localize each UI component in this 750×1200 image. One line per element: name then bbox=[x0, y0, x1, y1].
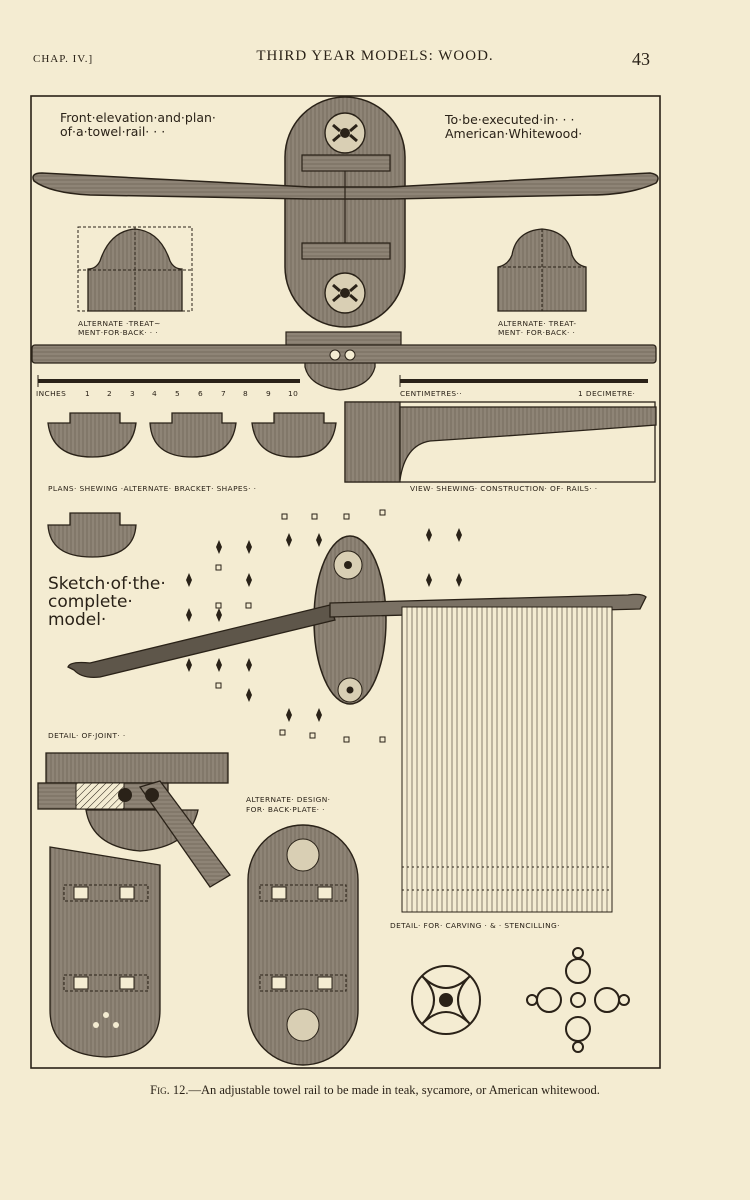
alternate-back-left bbox=[77, 226, 193, 312]
bracket-plans bbox=[47, 412, 337, 558]
scale-tick-7: 7 bbox=[221, 389, 227, 398]
chapter-label: CHAP. IV.] bbox=[33, 53, 94, 65]
model-sketch bbox=[67, 535, 647, 913]
alternate-back-left-label: ALTERNATE ·TREAT~ MENT·FOR·BACK· · · bbox=[78, 319, 161, 337]
alternate-design-label: ALTERNATE· DESIGN· FOR· BACK·PLATE· · bbox=[246, 795, 331, 814]
plan-view bbox=[31, 331, 657, 391]
stencil-pattern bbox=[186, 509, 462, 743]
scale-tick-1: 1 bbox=[85, 389, 91, 398]
carved-rosette-bottom bbox=[324, 272, 366, 314]
front-elevation bbox=[32, 96, 659, 328]
figure-number: Fig. 12. bbox=[150, 1083, 189, 1097]
plans-shewing-label: PLANS· SHEWING ·ALTERNATE· BRACKET· SHAP… bbox=[48, 484, 257, 493]
running-title: THIRD YEAR MODELS: WOOD. bbox=[256, 48, 494, 64]
carving-detail-label: DETAIL· FOR· CARVING · & · STENCILLING· bbox=[390, 921, 560, 930]
sketch-title: Sketch·of·the· complete· model· bbox=[48, 574, 166, 630]
scale-tick-5: 5 bbox=[175, 389, 181, 398]
alternate-back-right-label: ALTERNATE· TREAT- MENT· FOR·BACK· · bbox=[498, 319, 577, 337]
scale-tick-2: 2 bbox=[107, 389, 113, 398]
back-plate-alternate bbox=[247, 824, 359, 1066]
back-plate-rectangular bbox=[49, 846, 161, 1058]
figure-caption-text: —An adjustable towel rail to be made in … bbox=[188, 1083, 600, 1097]
scale-tick-9: 9 bbox=[266, 389, 272, 398]
carving-ornament-quatrefoil bbox=[526, 947, 630, 1053]
material-note: To·be·executed·in· · · American·Whitewoo… bbox=[445, 112, 583, 141]
scale-tick-8: 8 bbox=[243, 389, 249, 398]
centimetres-label: CENTIMETRES·· bbox=[400, 389, 463, 398]
rail-construction bbox=[344, 401, 657, 483]
scale-inches bbox=[37, 375, 300, 387]
figure-caption: Fig. 12.—An adjustable towel rail to be … bbox=[0, 1083, 750, 1098]
alternate-back-right bbox=[497, 228, 587, 312]
scale-tick-4: 4 bbox=[152, 389, 158, 398]
plate-border bbox=[30, 95, 661, 1069]
joint-detail bbox=[37, 752, 231, 888]
inches-label: INCHES bbox=[36, 389, 67, 398]
scale-tick-10: 10 bbox=[288, 389, 299, 398]
front-elevation-title: Front·elevation·and·plan· of·a·towel·rai… bbox=[60, 110, 216, 139]
decimetre-label: 1 DECIMETRE· bbox=[578, 389, 636, 398]
technical-drawing bbox=[30, 95, 661, 1069]
scale-centimetres bbox=[399, 375, 648, 387]
page-number: 43 bbox=[632, 49, 650, 69]
scale-tick-6: 6 bbox=[198, 389, 204, 398]
carving-ornament-interlace bbox=[411, 965, 481, 1035]
view-construction-label: VIEW· SHEWING· CONSTRUCTION· OF· RAILS· … bbox=[410, 484, 598, 493]
joint-detail-label: DETAIL· OF·JOINT· · bbox=[48, 731, 126, 740]
scale-tick-3: 3 bbox=[130, 389, 136, 398]
drawing-plate: Front·elevation·and·plan· of·a·towel·rai… bbox=[30, 95, 662, 1070]
carved-rosette-top bbox=[324, 112, 366, 154]
